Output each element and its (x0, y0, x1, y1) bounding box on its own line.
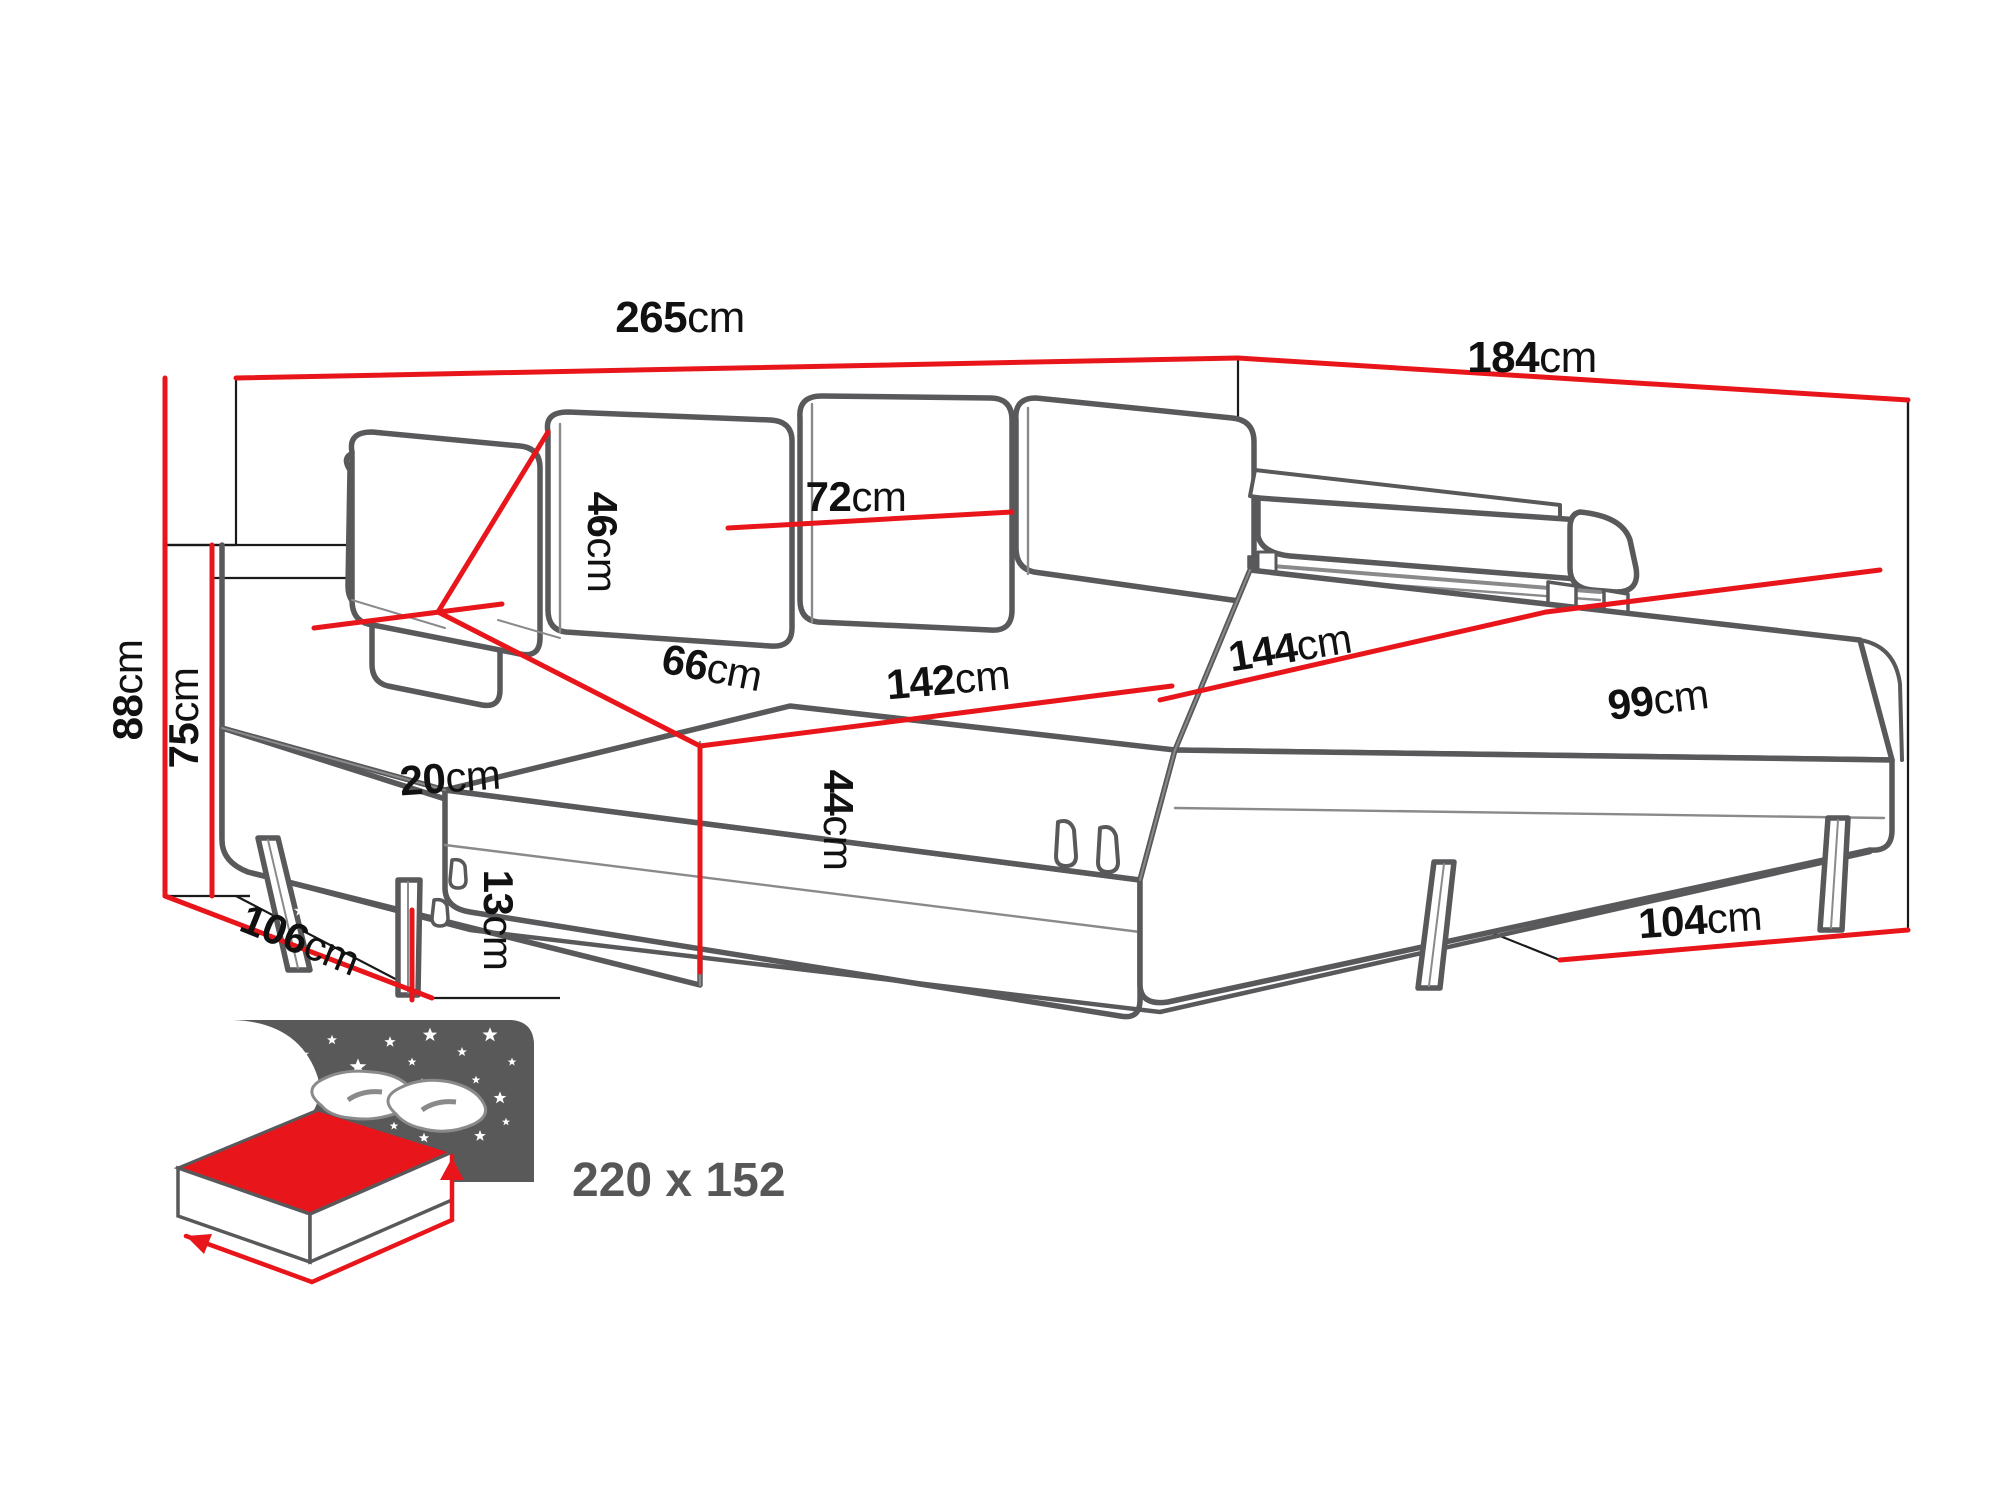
dimension-label-seat-width: 142cm (884, 650, 1012, 709)
sleeping-area-label: 220 x 152 (572, 1154, 786, 1207)
dimension-label-overall-width: 265cm (615, 296, 745, 340)
dimension-value: 142 (884, 655, 957, 709)
dimension-value: 265 (615, 293, 688, 342)
dimension-value: 20 (398, 754, 447, 805)
dimension-value: 44 (815, 769, 862, 816)
dimension-label-chaise-depth-top: 184cm (1467, 336, 1597, 380)
dimension-unit: cm (443, 750, 502, 802)
dimension-unit: cm (1292, 614, 1355, 670)
dimension-unit: cm (815, 815, 862, 871)
dimension-label-backrest-height: 46cm (579, 491, 626, 593)
dimension-value: 104 (1636, 895, 1709, 948)
dimension-unit: cm (1650, 670, 1711, 724)
dimension-unit: cm (687, 293, 745, 342)
dimension-label-armrest-width: 20cm (398, 750, 502, 805)
mattress-night-icon (173, 904, 534, 1285)
dimension-unit: cm (579, 537, 626, 593)
dimension-label-backrest-width: 72cm (806, 476, 907, 518)
dimension-unit: cm (952, 650, 1012, 703)
dimension-value: 99 (1605, 676, 1657, 729)
dimension-value: 72 (805, 473, 852, 520)
dimension-unit: cm (475, 915, 522, 971)
dimension-value: 88 (104, 694, 151, 741)
dimension-lines (162, 355, 1911, 1003)
dimension-label-seat-back-height: 75cm (160, 667, 207, 769)
dimension-label-ground-clearance: 13cm (475, 869, 522, 971)
dimension-value: 184 (1467, 333, 1540, 382)
dimension-value: 13 (475, 869, 522, 916)
dimension-unit: cm (703, 643, 767, 701)
dimension-value: 46 (579, 491, 626, 538)
dimension-value: 75 (160, 722, 207, 769)
sofa-outline (219, 393, 1904, 1020)
dimension-unit: cm (851, 473, 907, 520)
dimension-unit: cm (1705, 891, 1764, 943)
dimension-unit: cm (1539, 333, 1597, 382)
dimension-label-seat-height: 44cm (815, 769, 862, 871)
dimension-unit: cm (160, 667, 207, 723)
dimension-unit: cm (104, 639, 151, 695)
dimension-label-chaise-depth-bottom: 104cm (1636, 891, 1764, 948)
dimension-label-total-height: 88cm (104, 639, 151, 741)
